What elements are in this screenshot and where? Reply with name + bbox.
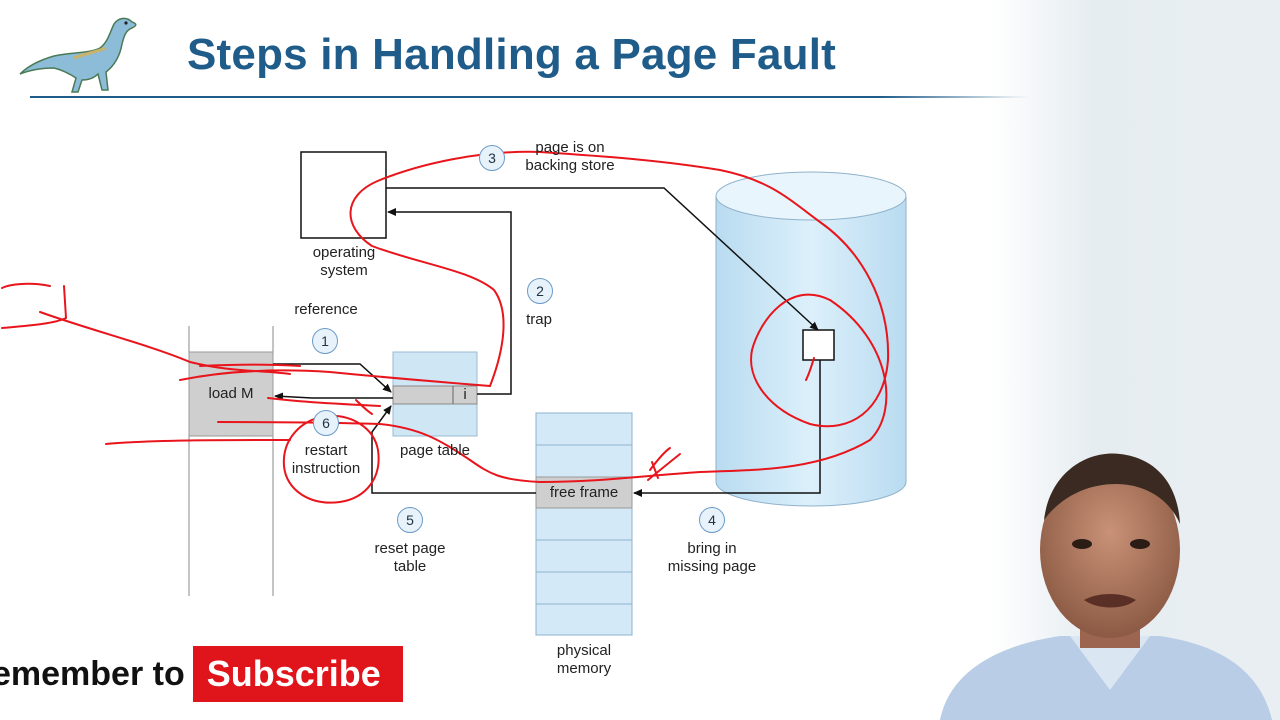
trap-label: trap	[526, 311, 552, 328]
flow-arrows	[273, 187, 821, 497]
reset-page-table-label: reset page table	[374, 540, 446, 575]
subscribe-reminder-text: emember to	[0, 654, 185, 693]
presenter-video	[940, 453, 1272, 720]
page-table-entry	[392, 385, 478, 405]
subscribe-button[interactable]: Subscribe	[192, 646, 403, 702]
missing-page-block	[802, 329, 835, 361]
operating-system-label: operating system	[312, 244, 376, 279]
invalid-bit-label: i	[463, 386, 467, 403]
title-divider	[30, 96, 1030, 98]
step-3-badge: 3	[479, 145, 505, 171]
step-1-badge: 1	[312, 328, 338, 354]
step-6-badge: 6	[313, 410, 339, 436]
physical-memory-label: physical memory	[556, 642, 612, 677]
dinosaur-logo-icon	[19, 17, 137, 93]
operating-system-box	[300, 151, 387, 239]
page-table-label: page table	[399, 442, 471, 459]
slide-title: Steps in Handling a Page Fault	[187, 30, 836, 79]
free-frame-label: free frame	[549, 484, 619, 501]
step-4-badge: 4	[699, 507, 725, 533]
red-annotations	[1, 150, 890, 504]
bring-in-page-label: bring in missing page	[667, 540, 757, 575]
restart-instruction-label: restart instruction	[291, 442, 361, 477]
subscribe-banner: emember to Subscribe	[0, 646, 403, 702]
physical-memory	[535, 412, 633, 636]
backing-store-label: page is on backing store	[525, 139, 615, 174]
reference-label: reference	[294, 301, 358, 318]
load-m-label: load M	[208, 385, 254, 402]
step-5-badge: 5	[397, 507, 423, 533]
backing-store-disk	[715, 171, 907, 507]
step-2-badge: 2	[527, 278, 553, 304]
